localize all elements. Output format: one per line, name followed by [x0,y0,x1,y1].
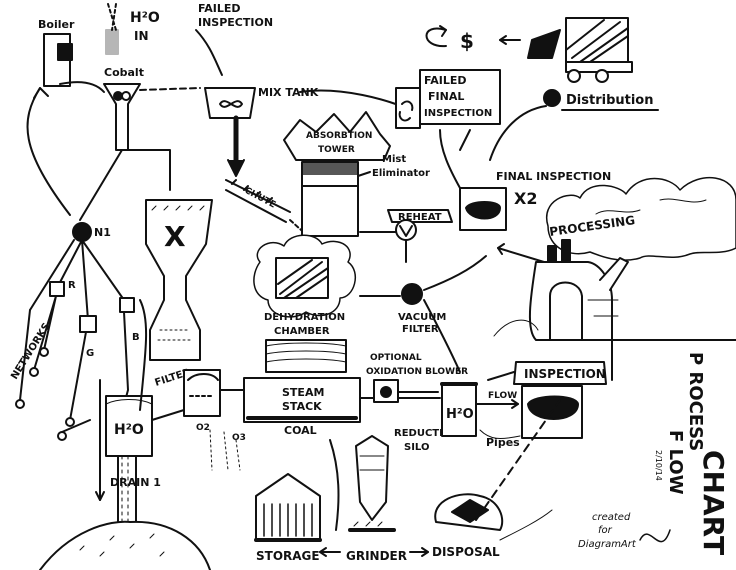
boiler-arrow [26,87,71,216]
oxidation-blower: OPTIONAL OXIDATION BLOWER [366,353,468,403]
svg-text:FLOW: FLOW [488,391,517,401]
svg-text:INSPECTION: INSPECTION [424,108,492,119]
title-block: P ROCESS F LOW CHART 2/10/14 created for… [578,339,736,555]
svg-text:FAILED: FAILED [424,74,467,87]
steam-stack: STEAM STACK COAL [243,377,441,437]
svg-text:created: created [592,512,631,523]
svg-text:OXIDATION BLOWER: OXIDATION BLOWER [366,367,468,377]
h2o-in-label: H²O [130,10,160,26]
svg-text:GRINDER: GRINDER [346,549,407,563]
failed-inspection-top: FAILED INSPECTION [195,2,273,76]
reheat-node: REHEAT [359,209,453,263]
svg-text:FINAL: FINAL [428,90,464,103]
svg-text:OPTIONAL: OPTIONAL [370,353,422,363]
svg-text:TOWER: TOWER [318,145,355,155]
svg-text:R: R [68,280,76,291]
svg-text:N1: N1 [94,226,111,239]
svg-text:STORAGE: STORAGE [256,549,320,563]
inspection-node: INSPECTION [487,361,607,439]
svg-text:VACUUM: VACUUM [398,312,446,323]
h2o-box: H²O FLOW Pipes [440,382,521,449]
chute: CHUTE [225,179,311,239]
earth-mound [39,520,211,570]
svg-text:for: for [598,525,613,536]
svg-text:DRAIN 1: DRAIN 1 [110,476,161,489]
cobalt-label: Cobalt [104,66,144,79]
svg-text:INSPECTION: INSPECTION [198,16,273,29]
mix-tank: MIX TANK [204,86,319,177]
distribution-label: Distribution [566,93,653,108]
disposal-node: DISPOSAL [432,399,561,559]
title-chart: CHART [697,450,730,555]
svg-text:G: G [86,348,94,359]
svg-text:CHAMBER: CHAMBER [274,326,330,337]
title-process: P ROCESS [685,352,706,451]
in-label: IN [134,29,149,43]
svg-text:STACK: STACK [282,400,322,413]
date-label: 2/10/14 [654,450,663,481]
svg-text:REHEAT: REHEAT [398,212,442,223]
svg-text:X2: X2 [514,189,537,208]
svg-text:H²O: H²O [114,422,144,438]
h2o-tank-left: H²O DRAIN 1 [95,299,185,531]
vacuum-filter: VACUUM FILTER [359,255,487,373]
svg-text:SILO: SILO [404,442,429,453]
svg-text:ABSORBTION: ABSORBTION [306,131,372,141]
svg-text:DISPOSAL: DISPOSAL [432,545,500,559]
boiler-node: Boiler [38,18,75,87]
signature [639,529,671,543]
svg-text:X: X [164,220,186,253]
mix-tank-label: MIX TANK [258,86,319,99]
svg-text:STEAM: STEAM [282,386,324,399]
title-flow: F LOW [665,430,686,495]
svg-text:INSPECTION: INSPECTION [524,367,606,381]
dehydration-chamber: DEHYDRATION CHAMBER [253,234,357,373]
svg-text:REDUCTION: REDUCTION [394,428,460,439]
svg-text:CHUTE: CHUTE [243,186,277,211]
processing-node: PROCESSING [493,176,736,341]
svg-text:DEHYDRATION: DEHYDRATION [264,312,345,323]
reduction-silo: REDUCTION SILO GRINDER [319,428,460,563]
svg-text:DiagramArt: DiagramArt [578,539,637,550]
dollar-icon: $ [460,29,474,53]
distribution-node: Distribution $ [425,17,659,161]
failed-final-inspection: FAILED FINAL INSPECTION [395,69,501,129]
svg-text:O3: O3 [232,433,246,443]
svg-text:Mist: Mist [382,154,406,165]
boiler-label: Boiler [38,18,75,31]
h2o-in-node: H²O IN [105,3,160,55]
x-hopper: X [145,199,213,361]
svg-text:B: B [132,332,140,343]
svg-text:FAILED: FAILED [198,2,241,15]
svg-text:FINAL INSPECTION: FINAL INSPECTION [496,170,611,183]
svg-text:COAL: COAL [284,424,317,437]
svg-text:O2: O2 [196,423,210,433]
svg-text:Eliminator: Eliminator [372,168,430,179]
cobalt-funnel: Cobalt [59,66,201,151]
svg-text:H²O: H²O [446,407,474,422]
filter-node: FILTER O2 O3 [154,367,246,471]
storage-node: STORAGE [254,473,322,563]
svg-text:FILTER: FILTER [402,324,439,335]
svg-text:Pipes: Pipes [486,436,520,449]
final-inspection: FINAL INSPECTION X2 [439,129,611,231]
absorption-tower: ABSORBTION TOWER Mist Eliminator [283,111,430,237]
